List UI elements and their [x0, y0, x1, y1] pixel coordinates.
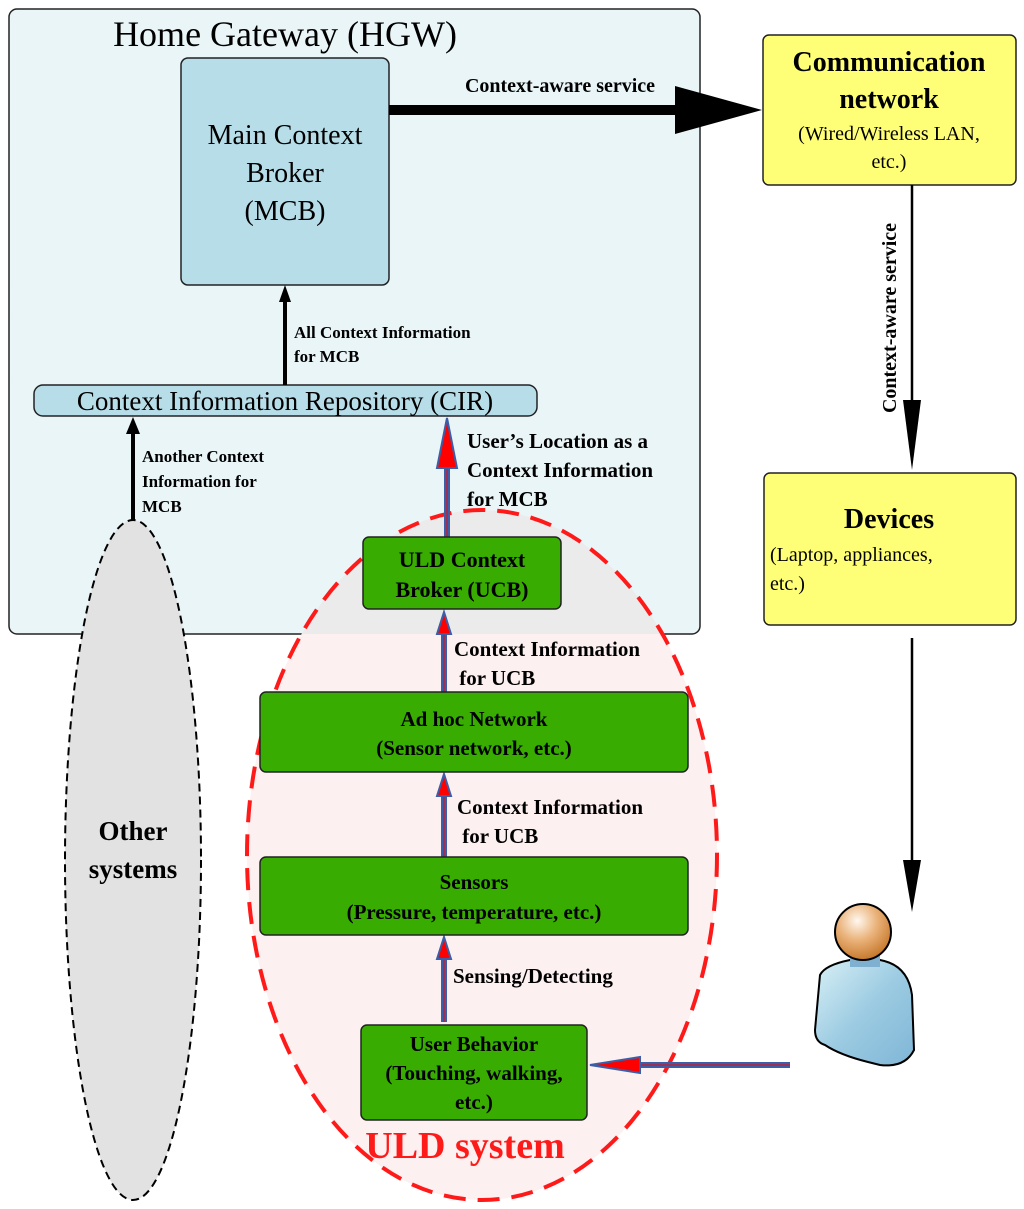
- arrow-devices-to-user: [903, 638, 921, 912]
- arrow-ucb-to-cir: [435, 417, 459, 537]
- comm-subtitle: (Wired/Wireless LAN,: [798, 123, 980, 145]
- sensors-box: [259, 856, 689, 936]
- arrow-sensors-to-adhoc: [435, 770, 453, 857]
- mcb-label: (MCB): [245, 196, 326, 227]
- adhoc-label: Ad hoc Network: [401, 707, 548, 731]
- mcb-label: Broker: [246, 158, 324, 189]
- arrow-label: for MCB: [294, 347, 359, 366]
- arrow-label: for UCB: [454, 666, 535, 690]
- other-systems-label: Other: [99, 816, 168, 846]
- comm-subtitle: etc.): [872, 151, 907, 173]
- devices-box: [763, 472, 1017, 626]
- arrow-label: Context-aware service: [465, 75, 655, 97]
- arrow-user-to-behavior: [589, 1055, 790, 1075]
- arrow-label: All Context Information: [294, 323, 471, 342]
- arrow-label: Context Information: [457, 795, 643, 819]
- devices-title: Devices: [844, 504, 934, 535]
- arrow-adhoc-to-ucb: [435, 608, 453, 692]
- behavior-label: (Touching, walking,: [385, 1061, 562, 1085]
- arrow-comm-to-devices: [903, 185, 921, 470]
- arrow-behavior-to-sensors: [435, 933, 453, 1022]
- arrow-label: MCB: [142, 497, 182, 516]
- sensors-label: Sensors: [440, 870, 509, 894]
- arrow-mcb-to-comm: [389, 86, 762, 134]
- comm-title: Communication: [793, 47, 986, 78]
- behavior-label: etc.): [455, 1090, 493, 1114]
- devices-subtitle: (Laptop, appliances,: [770, 544, 933, 566]
- arrow-label: Context Information: [454, 637, 640, 661]
- ucb-box: [362, 536, 562, 610]
- behavior-label: User Behavior: [410, 1032, 539, 1056]
- arrow-label: Another Context: [142, 447, 264, 466]
- adhoc-label: (Sensor network, etc.): [376, 736, 572, 760]
- adhoc-network-box: [259, 691, 689, 773]
- sensors-label: (Pressure, temperature, etc.): [347, 900, 602, 924]
- communication-network-box: [762, 34, 1017, 186]
- arrow-other-to-cir: [126, 417, 140, 520]
- user-behavior-box: [360, 1024, 588, 1121]
- ucb-label: Broker (UCB): [395, 577, 528, 602]
- hgw-title: Home Gateway (HGW): [113, 14, 457, 54]
- arrow-label: Context-aware service: [879, 223, 901, 413]
- arrow-label: Context Information: [467, 458, 653, 482]
- arrow-label: Information for: [142, 472, 257, 491]
- uld-system-border: [245, 508, 719, 1202]
- other-systems-label: systems: [89, 854, 178, 884]
- user-person-icon: [813, 903, 916, 1067]
- mcb-label: Main Context: [208, 120, 363, 151]
- devices-subtitle: etc.): [770, 573, 805, 595]
- arrow-label: User’s Location as a: [467, 429, 649, 453]
- arrow-label: Sensing/Detecting: [453, 964, 613, 988]
- cir-label: Context Information Repository (CIR): [77, 386, 493, 416]
- ucb-label: ULD Context: [399, 547, 526, 572]
- arrow-label: for MCB: [467, 487, 548, 511]
- comm-title: network: [839, 84, 939, 115]
- arrow-label: for UCB: [457, 824, 538, 848]
- uld-system-label: ULD system: [365, 1125, 564, 1167]
- arrow-cir-to-mcb: [279, 285, 291, 385]
